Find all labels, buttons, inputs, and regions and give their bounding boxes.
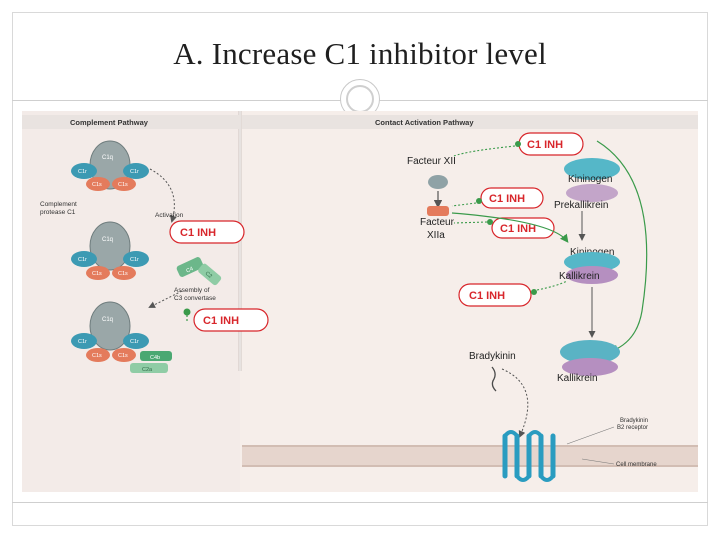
feedback-loop-arrow (596, 140, 648, 353)
bradykinin-label: Bradykinin (469, 351, 516, 362)
c1-inh-label-3: C1 INH (527, 139, 563, 151)
svg-text:C1q: C1q (102, 155, 113, 161)
c1-inh-badge-5 (491, 217, 555, 239)
kallikrein-shape-1 (566, 266, 618, 284)
factor-xii-label: Facteur XII (407, 156, 456, 167)
svg-text:C1r: C1r (78, 169, 87, 175)
fxiia-activation-arrow (451, 212, 569, 243)
kininogen-label-1: Kininogen (568, 174, 612, 185)
activation-label: Activation (155, 212, 184, 219)
c1-inh-label-2: C1 INH (203, 315, 239, 327)
c1-complex-2: C1q C1r C1r C1s C1s (71, 221, 149, 280)
svg-text:C1r: C1r (130, 339, 139, 345)
c1-inh-badge-1 (169, 220, 245, 244)
c1-complex-1: C1q C1r C1r C1s C1s (71, 140, 149, 191)
svg-text:C4b: C4b (150, 355, 160, 361)
b2-receptor-icon (502, 433, 556, 479)
factor-xiia-label-2: XIIa (427, 230, 445, 241)
c1-inh-label-5: C1 INH (500, 223, 536, 235)
pathway-diagram: Complement Pathway Contact Activation Pa… (22, 111, 698, 492)
c1-inh-label-1: C1 INH (180, 227, 216, 239)
slide-title: A. Increase C1 inhibitor level (173, 36, 547, 71)
assembly-arrow (148, 290, 183, 308)
c1-complex-3: C1q C1r C1r C1s C1s C4b C2a (71, 301, 172, 373)
svg-text:C2a: C2a (142, 367, 153, 373)
bradykinin-peptide (491, 366, 497, 392)
svg-text:C1q: C1q (102, 317, 113, 323)
c1-inh-badge-4 (480, 187, 544, 209)
svg-text:C4: C4 (185, 266, 194, 274)
svg-text:C1r: C1r (130, 169, 139, 175)
complement-panel-title: Complement Pathway (70, 118, 149, 127)
svg-text:C1r: C1r (78, 339, 87, 345)
bradykinin-binding-arrow (501, 368, 529, 438)
protease-label-line2: protease C1 (40, 209, 76, 216)
c1-inh-label-6: C1 INH (469, 290, 505, 302)
assembly-label-line1: Assembly of (174, 287, 210, 294)
receptor-label-2: B2 receptor (617, 425, 648, 431)
svg-text:C1s: C1s (118, 271, 128, 277)
svg-text:C1s: C1s (92, 271, 102, 277)
c4-fragment (176, 257, 204, 277)
protease-label-line1: Complement (40, 201, 77, 208)
c1-inh-badge-6 (458, 283, 532, 307)
complement-title-bar (22, 115, 240, 129)
membrane-label: Cell membrane (616, 462, 657, 468)
footer-divider (12, 502, 708, 503)
prekallikrein-label: Prekallikrein (554, 200, 608, 211)
prekallikrein-shape (566, 184, 618, 202)
svg-text:C1s: C1s (118, 182, 128, 188)
contact-panel-title: Contact Activation Pathway (375, 118, 474, 127)
contact-title-bar (242, 115, 698, 129)
svg-text:C1r: C1r (130, 257, 139, 263)
receptor-label-1: Bradykinin (620, 418, 648, 424)
assembly-label-line2: C3 convertase (174, 295, 216, 302)
pathway-figure: Complement Pathway Contact Activation Pa… (22, 111, 698, 492)
kallikrein-label-1: Kallikrein (559, 271, 600, 282)
svg-text:C1q: C1q (102, 237, 113, 243)
kallikrein-label-2: Kallikrein (557, 373, 598, 384)
svg-text:C1s: C1s (92, 182, 102, 188)
kininogen-shape-1 (564, 158, 620, 180)
svg-text:C1r: C1r (78, 257, 87, 263)
svg-text:C1s: C1s (92, 353, 102, 359)
factor-xiia-label-1: Facteur (420, 217, 455, 228)
kallikrein-shape-2 (560, 340, 620, 364)
inhibition-dot-1 (183, 308, 191, 316)
svg-text:C2: C2 (204, 271, 213, 280)
slide-frame (12, 12, 708, 526)
cell-membrane (242, 446, 698, 466)
svg-text:C1s: C1s (118, 353, 128, 359)
c2-fragment (198, 263, 222, 286)
c1-inh-label-4: C1 INH (489, 193, 525, 205)
c1-inh-badge-2 (193, 308, 269, 332)
kininogen-shape-2 (564, 252, 620, 272)
factor-xii-shape (428, 175, 448, 189)
factor-xiia-shape (427, 206, 449, 216)
